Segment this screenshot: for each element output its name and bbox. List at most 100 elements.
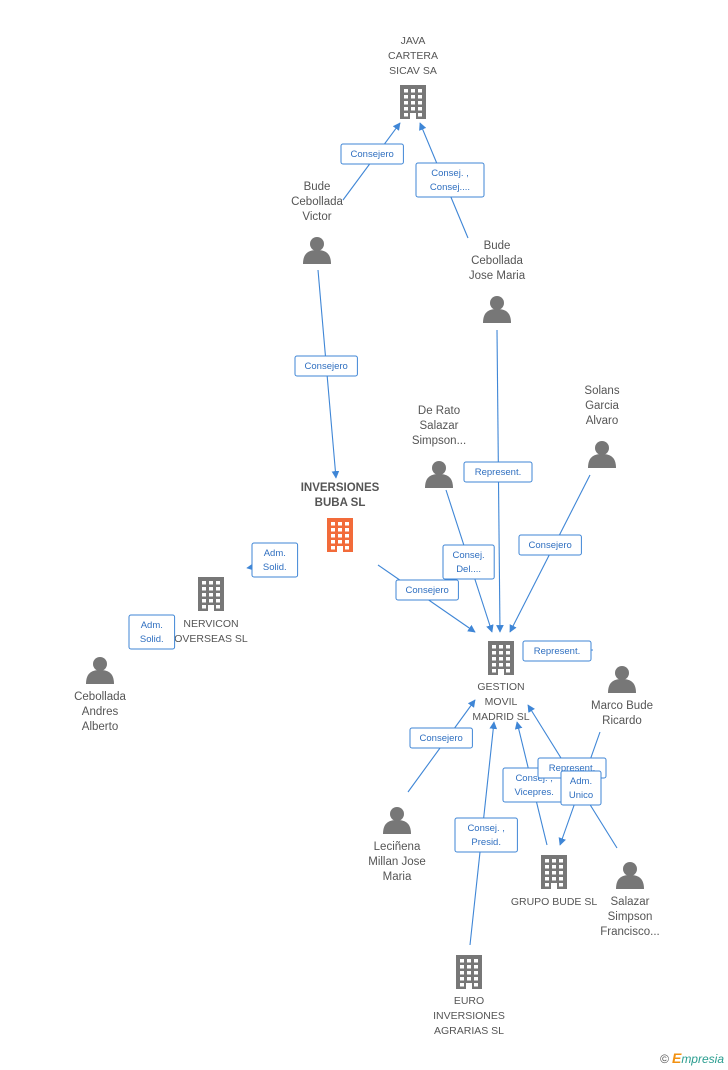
building-icon	[488, 641, 514, 675]
node-nervicon[interactable]: NERVICON OVERSEAS SL	[174, 577, 248, 645]
node-label: Cebollada	[74, 691, 126, 703]
node-label: Solans	[584, 385, 619, 397]
node-label: Millan Jose	[368, 856, 426, 868]
node-label: Leciñena	[374, 841, 421, 853]
brand-initial: E	[671, 1050, 682, 1066]
edge-label-victor-java[interactable]: Consejero	[340, 143, 404, 165]
node-label: Jose Maria	[469, 270, 526, 282]
node-label: EURO	[454, 995, 484, 1007]
building-icon	[456, 955, 482, 989]
edge-label-text: Consejero	[305, 361, 348, 372]
edge-label-text: Adm.	[264, 548, 286, 559]
edge-label-marco-gestion[interactable]: Represent.	[522, 640, 592, 662]
node-label: NERVICON	[183, 618, 238, 630]
edge-label-victor-buba[interactable]: Consejero	[294, 355, 358, 377]
node-label: Alvaro	[586, 415, 619, 427]
edge-label-text: Represent.	[534, 646, 580, 657]
node-label: Francisco...	[600, 926, 659, 938]
edge-label-text: Adm.	[141, 620, 163, 631]
edge-label-text: Consejero	[529, 540, 572, 551]
node-label: Salazar	[611, 896, 650, 908]
node-label: Garcia	[585, 400, 619, 412]
edge-label-text: Solid.	[140, 634, 164, 645]
node-label: Maria	[383, 871, 412, 883]
node-label: Bude	[484, 240, 511, 252]
node-salazar[interactable]: SalazarSimpsonFrancisco...	[600, 862, 660, 938]
node-label: MOVIL	[485, 696, 518, 708]
node-label: Bude	[304, 181, 331, 193]
edge-label-text: Represent.	[549, 763, 595, 774]
edge-label-text: Represent.	[475, 467, 521, 478]
edge-label-lecinena-gestion[interactable]: Consejero	[409, 727, 473, 749]
edge-label-text: Del....	[456, 564, 481, 575]
edge-label-text: Consejero	[351, 149, 394, 160]
building-icon	[327, 518, 353, 552]
person-icon	[383, 807, 411, 834]
node-label: Salazar	[420, 420, 459, 432]
edge-label-text: Consej. ,	[515, 773, 553, 784]
edge-label-josemaria-java[interactable]: Consej. , Consej....	[415, 162, 485, 198]
node-label: OVERSEAS SL	[174, 633, 248, 645]
node-label: Simpson...	[412, 435, 466, 447]
building-icon	[541, 855, 567, 889]
copyright-symbol: ©	[660, 1052, 669, 1066]
node-label: INVERSIONES	[301, 482, 380, 494]
node-label: CARTERA	[388, 50, 438, 62]
person-icon	[303, 237, 331, 264]
edge-label-text: Vicepres.	[514, 787, 553, 798]
edge-label-text: Consejero	[420, 733, 463, 744]
person-icon	[608, 666, 636, 693]
node-gestion[interactable]: GESTION MOVIL MADRID SL	[472, 641, 530, 723]
edge-label-marco-grupobude[interactable]: Adm.Unico	[560, 770, 602, 806]
person-icon	[588, 441, 616, 468]
node-label: Victor	[302, 211, 331, 223]
node-label: Cebollada	[291, 196, 343, 208]
node-label: GRUPO BUDE SL	[511, 896, 598, 908]
node-label: Simpson	[608, 911, 653, 923]
node-label: Marco Bude	[591, 700, 653, 712]
edge-label-josemaria-gestion[interactable]: Represent.	[463, 461, 533, 483]
edge-label-text: Consej....	[430, 182, 470, 193]
edge-label-text: Consejero	[406, 585, 449, 596]
edge-label-derato-gestion[interactable]: Consej. Del....	[442, 544, 495, 580]
node-label: GESTION	[477, 681, 524, 693]
edge-label-buba-gestion[interactable]: Consejero	[395, 579, 459, 601]
node-label: Cebollada	[471, 255, 523, 267]
node-derato[interactable]: De RatoSalazarSimpson...	[412, 405, 466, 488]
node-label: Ricardo	[602, 715, 642, 727]
node-label: MADRID SL	[472, 711, 529, 723]
node-label: De Rato	[418, 405, 460, 417]
edge-label-text: Consej. ,	[431, 168, 469, 179]
node-buba[interactable]: INVERSIONES BUBA SL	[301, 482, 380, 552]
node-label: Andres	[82, 706, 119, 718]
edge-label-text: Adm.	[570, 776, 592, 787]
edge-label-euro-gestion[interactable]: Consej. , Presid.	[454, 817, 518, 853]
edge-label-text: Consej. ,	[467, 823, 505, 834]
node-label: BUBA SL	[315, 497, 366, 509]
node-grupobude[interactable]: GRUPO BUDE SL	[511, 855, 598, 908]
edge-label-text: Presid.	[471, 837, 501, 848]
building-icon	[400, 85, 426, 119]
person-icon	[425, 461, 453, 488]
empresia-logo: ©Empresia	[660, 1050, 724, 1066]
node-label: JAVA	[401, 35, 426, 47]
building-icon	[198, 577, 224, 611]
brand-name: mpresia	[681, 1052, 724, 1066]
edge-label-solans-gestion[interactable]: Consejero	[518, 534, 582, 556]
edge-label-buba-nervicon[interactable]: Adm. Solid.	[251, 542, 299, 578]
edge-label-text: Solid.	[263, 562, 287, 573]
node-label: AGRARIAS SL	[434, 1025, 504, 1037]
person-icon	[483, 296, 511, 323]
person-icon	[86, 657, 114, 684]
edge-label-nervicon-andres[interactable]: Adm. Solid.	[128, 614, 176, 650]
edge-label-text: Consej.	[452, 550, 484, 561]
